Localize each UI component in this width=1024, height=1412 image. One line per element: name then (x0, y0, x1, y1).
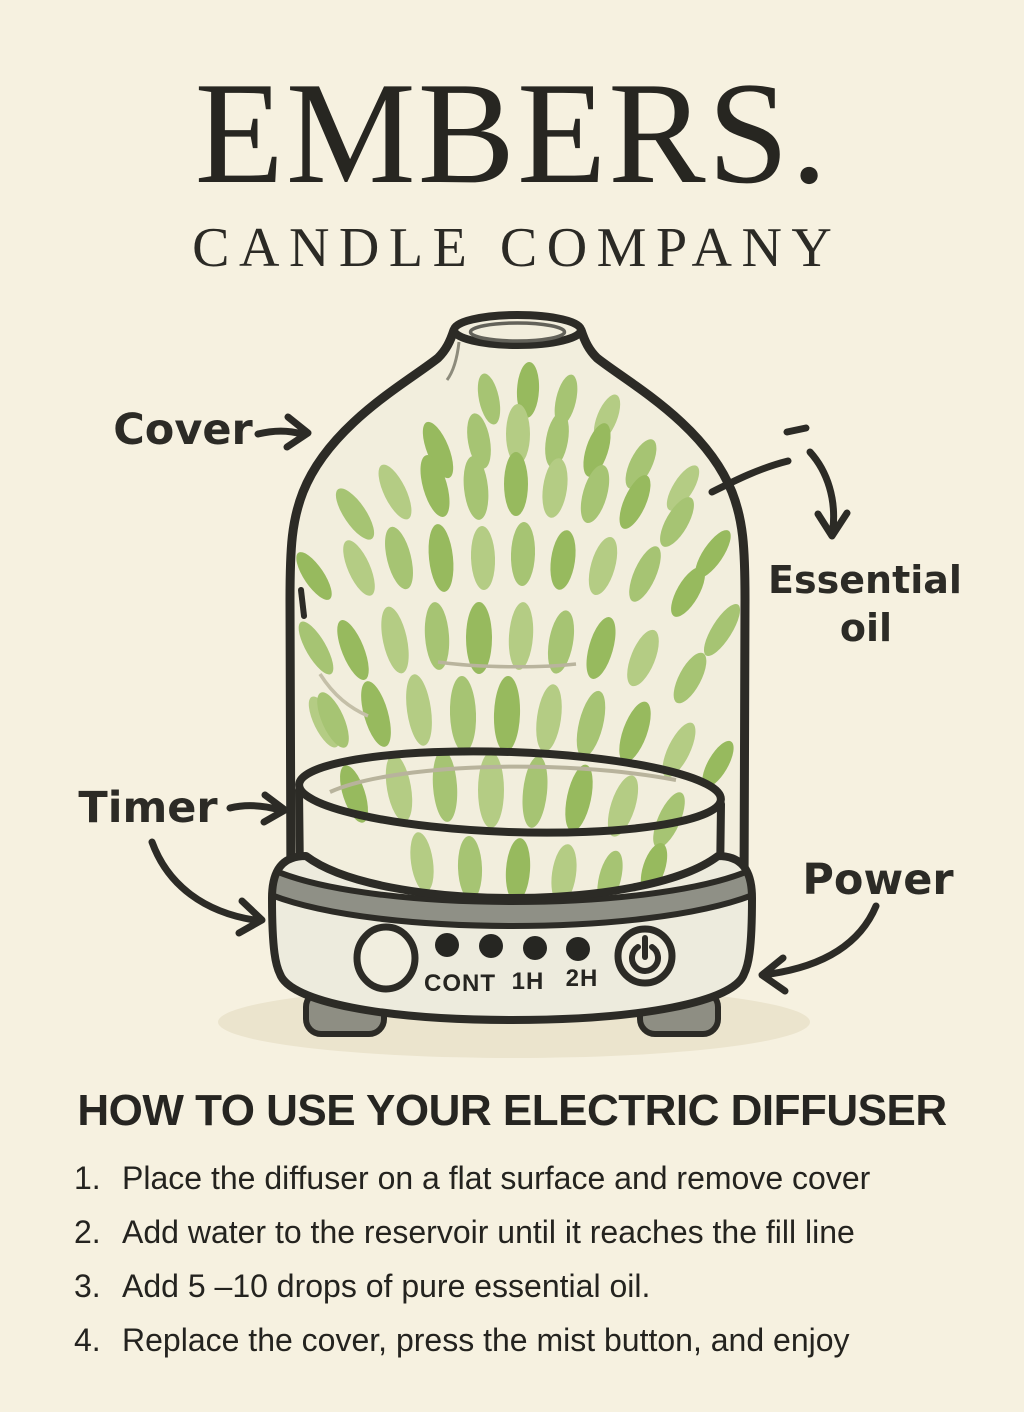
cover-arrow (254, 413, 312, 451)
instruction-step: 1. Place the diffuser on a flat surface … (74, 1162, 972, 1195)
indicator-dots (435, 933, 590, 961)
instructions-steps: 1. Place the diffuser on a flat surface … (52, 1162, 972, 1357)
essential-oil-arrow (806, 448, 851, 540)
step-text: Place the diffuser on a flat surface and… (122, 1160, 871, 1196)
essential-oil-dash (783, 424, 810, 436)
brand-subtitle: CANDLE COMPANY (192, 217, 842, 279)
essential-oil-label-line1: Essential (768, 558, 962, 602)
timer-arrow-straight (226, 791, 289, 826)
step-number: 1. (74, 1160, 101, 1196)
diffuser-cover (285, 311, 750, 905)
essential-oil-label-line2: oil (840, 606, 892, 650)
cover-opening-lip (468, 321, 567, 343)
base-unit: CONT 1H 2H (268, 852, 756, 1024)
instructions-heading: HOW TO USE YOUR ELECTRIC DIFFUSER (77, 1086, 947, 1135)
mode-label-cont: CONT (424, 970, 496, 997)
mode-label-1h: 1H (512, 968, 545, 995)
power-arrow (758, 902, 880, 995)
step-number: 4. (74, 1322, 101, 1358)
mist-button (353, 923, 419, 993)
instruction-step: 2. Add water to the reservoir until it r… (74, 1216, 972, 1249)
instructions-section: HOW TO USE YOUR ELECTRIC DIFFUSER 1. Pla… (0, 1086, 1024, 1378)
timer-label: Timer (78, 783, 218, 833)
power-icon (629, 935, 661, 974)
cover-outline (285, 325, 750, 905)
essential-oil-leader (708, 457, 792, 496)
brand-title: EMBERS. (194, 52, 830, 214)
step-text: Replace the cover, press the mist button… (122, 1322, 850, 1358)
power-button (614, 925, 676, 987)
step-text: Add water to the reservoir until it reac… (122, 1214, 855, 1250)
glass-reflections (298, 341, 577, 718)
base-band (272, 869, 752, 929)
cover-label: Cover (113, 405, 253, 455)
timer-arrow-curved (148, 838, 266, 937)
step-number: 3. (74, 1268, 101, 1304)
mode-label-2h: 2H (566, 965, 599, 992)
step-number: 2. (74, 1214, 101, 1250)
instruction-step: 3. Add 5 –10 drops of pure essential oil… (74, 1270, 972, 1303)
instruction-step: 4. Replace the cover, press the mist but… (74, 1324, 972, 1357)
leaf-pattern (296, 362, 741, 901)
base-outline (268, 852, 756, 1024)
power-label: Power (802, 855, 954, 905)
control-panel: CONT 1H 2H (353, 923, 676, 997)
step-text: Add 5 –10 drops of pure essential oil. (122, 1268, 651, 1304)
brand-header: EMBERS. CANDLE COMPANY (0, 60, 1024, 280)
callouts: Cover Essential oil Timer Power (78, 405, 962, 995)
